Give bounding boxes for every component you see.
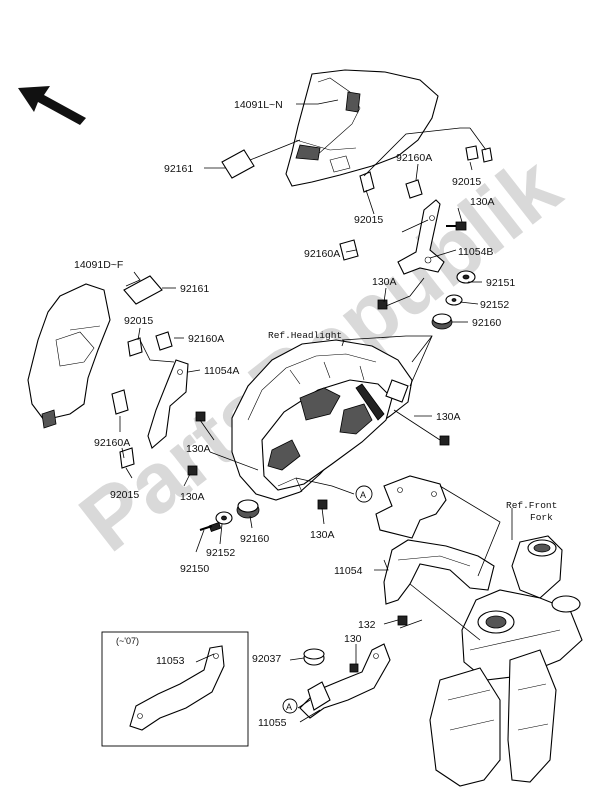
label-11054a: 11054A (204, 365, 239, 377)
callout-labels: 14091L~N 92161 92160A 92015 130A 92015 1… (74, 99, 557, 729)
bolt-part (377, 221, 467, 310)
label-92151: 92151 (486, 277, 515, 289)
label-132: 132 (358, 619, 376, 631)
label-ref-front: Ref.Front (506, 500, 557, 511)
cap-92037-part (303, 648, 359, 673)
label-ref-headlight: Ref.Headlight (268, 330, 342, 341)
label-ref-fork: Fork (530, 512, 553, 523)
grommet-part-left (111, 331, 173, 469)
grommet-stack-center (199, 435, 450, 533)
front-fork-part (429, 535, 583, 787)
label-92015-top-right: 92015 (452, 176, 481, 188)
label-92015-top-mid: 92015 (354, 214, 383, 226)
label-92160-right: 92160 (472, 317, 501, 329)
label-11054: 11054 (334, 565, 363, 577)
label-130a-lower: 130A (186, 443, 211, 455)
label-11055: 11055 (258, 717, 287, 729)
label-92150: 92150 (180, 563, 209, 575)
label-130a-center: 130A (310, 529, 335, 541)
label-130a-lower2: 130A (180, 491, 205, 503)
label-92160a-top: 92160A (396, 152, 432, 164)
label-92152-center: 92152 (206, 547, 235, 559)
label-92037: 92037 (252, 653, 281, 665)
bracket-11054a-part (147, 359, 189, 449)
label-92160a-lower: 92160A (94, 437, 130, 449)
label-92161-left: 92161 (180, 283, 209, 295)
label-92015-left: 92015 (124, 315, 153, 327)
bracket-11054-part (375, 475, 495, 605)
callout-a2-label: A (286, 702, 292, 712)
label-92152-right: 92152 (480, 299, 509, 311)
label-inset-year: (~'07) (116, 636, 139, 646)
washer-part (431, 270, 476, 330)
side-cowl-part (27, 283, 111, 429)
upper-cowl-part (285, 69, 439, 187)
callout-a2-circle (282, 698, 298, 714)
inset-box (101, 631, 249, 747)
label-14091l-n: 14091L~N (234, 99, 283, 111)
label-14091d-f: 14091D~F (74, 259, 123, 271)
label-11054b: 11054B (458, 246, 493, 258)
label-92015-lower: 92015 (110, 489, 139, 501)
rubber-strip-part-left (123, 275, 163, 305)
label-130a-right: 130A (436, 411, 461, 423)
leader-lines (119, 99, 513, 723)
bracket-11053-part (129, 645, 225, 731)
label-130a-top: 130A (470, 196, 495, 208)
label-92160-center: 92160 (240, 533, 269, 545)
bracket-11055-part (299, 643, 391, 719)
callout-a-circle (355, 485, 373, 503)
rubber-strip-part-top (221, 149, 255, 179)
bracket-11054b-part (397, 199, 445, 275)
label-92160a-left: 92160A (188, 333, 224, 345)
headlight-assembly (231, 339, 413, 501)
label-11053: 11053 (156, 655, 185, 667)
label-130a-mid: 130A (372, 276, 397, 288)
callout-a-label: A (360, 490, 366, 500)
label-92160a-mid: 92160A (304, 248, 340, 260)
direction-arrow-icon (18, 86, 86, 125)
bolt-part-132 (397, 615, 408, 626)
label-130: 130 (344, 633, 362, 645)
label-92161-top: 92161 (164, 163, 193, 175)
grommet-part (339, 145, 493, 261)
